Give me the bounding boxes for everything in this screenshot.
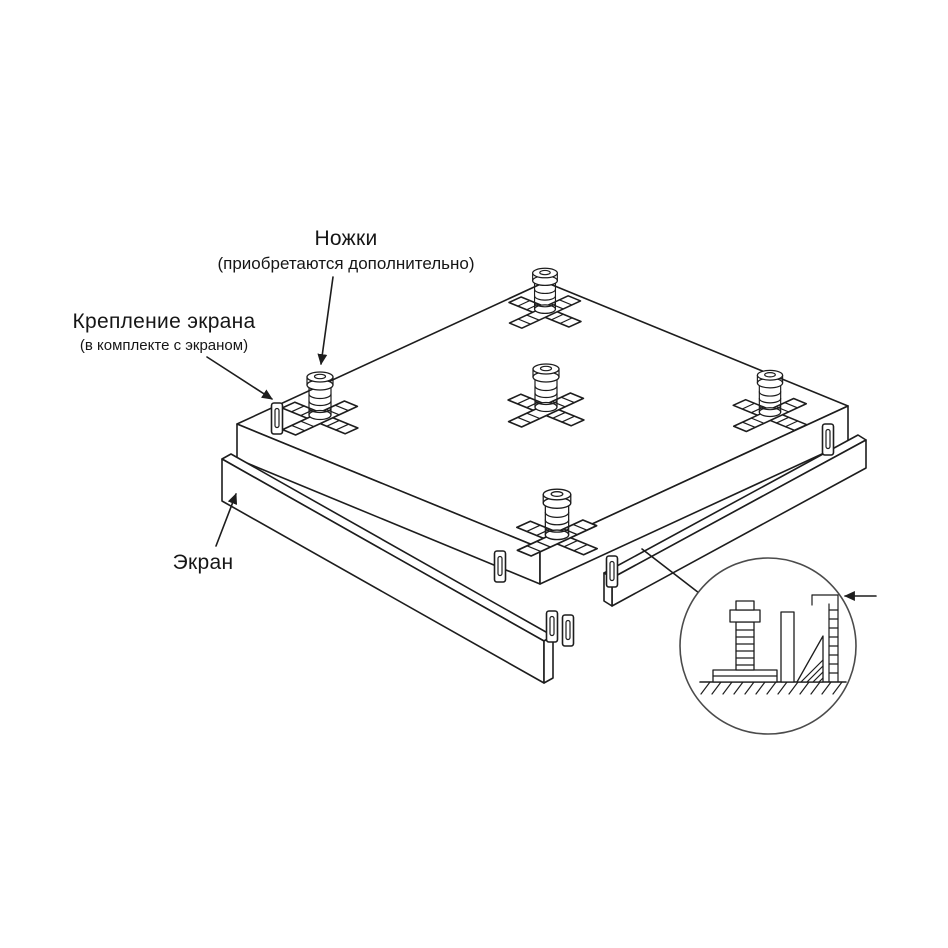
bracket-section [780, 611, 795, 683]
label-screen-mount: Крепление экрана (в комплекте с экраном) [72, 310, 255, 354]
mounting-tab [605, 555, 619, 588]
foot-section [712, 600, 778, 683]
mounting-tab [561, 614, 575, 647]
mounting-tab [821, 423, 835, 456]
label-legs: Ножки (приобретаются дополнительно) [217, 227, 474, 274]
arrow-to-screen [215, 492, 238, 547]
label-screen-mount-title: Крепление экрана [72, 310, 256, 333]
arrow-to-bracket [206, 356, 273, 400]
label-screen-title: Экран [172, 551, 234, 574]
screen-profile-section [811, 594, 839, 683]
label-screen: Экран [173, 551, 234, 575]
arrow-to-foot [317, 276, 334, 366]
support-wedge [796, 635, 824, 683]
label-legs-subtitle: (приобретаются дополнительно) [217, 254, 475, 273]
screen-panel-side [603, 434, 867, 607]
detail-circle [679, 557, 857, 735]
screen-panel-front [221, 453, 554, 684]
detail-leader-line [641, 548, 700, 594]
mounting-tab [270, 402, 284, 435]
mounting-tab [493, 550, 507, 583]
mounting-tab [545, 610, 559, 643]
label-legs-title: Ножки [314, 227, 378, 250]
label-screen-mount-subtitle: (в комплекте с экраном) [79, 337, 249, 354]
floor-hatch [700, 681, 843, 695]
